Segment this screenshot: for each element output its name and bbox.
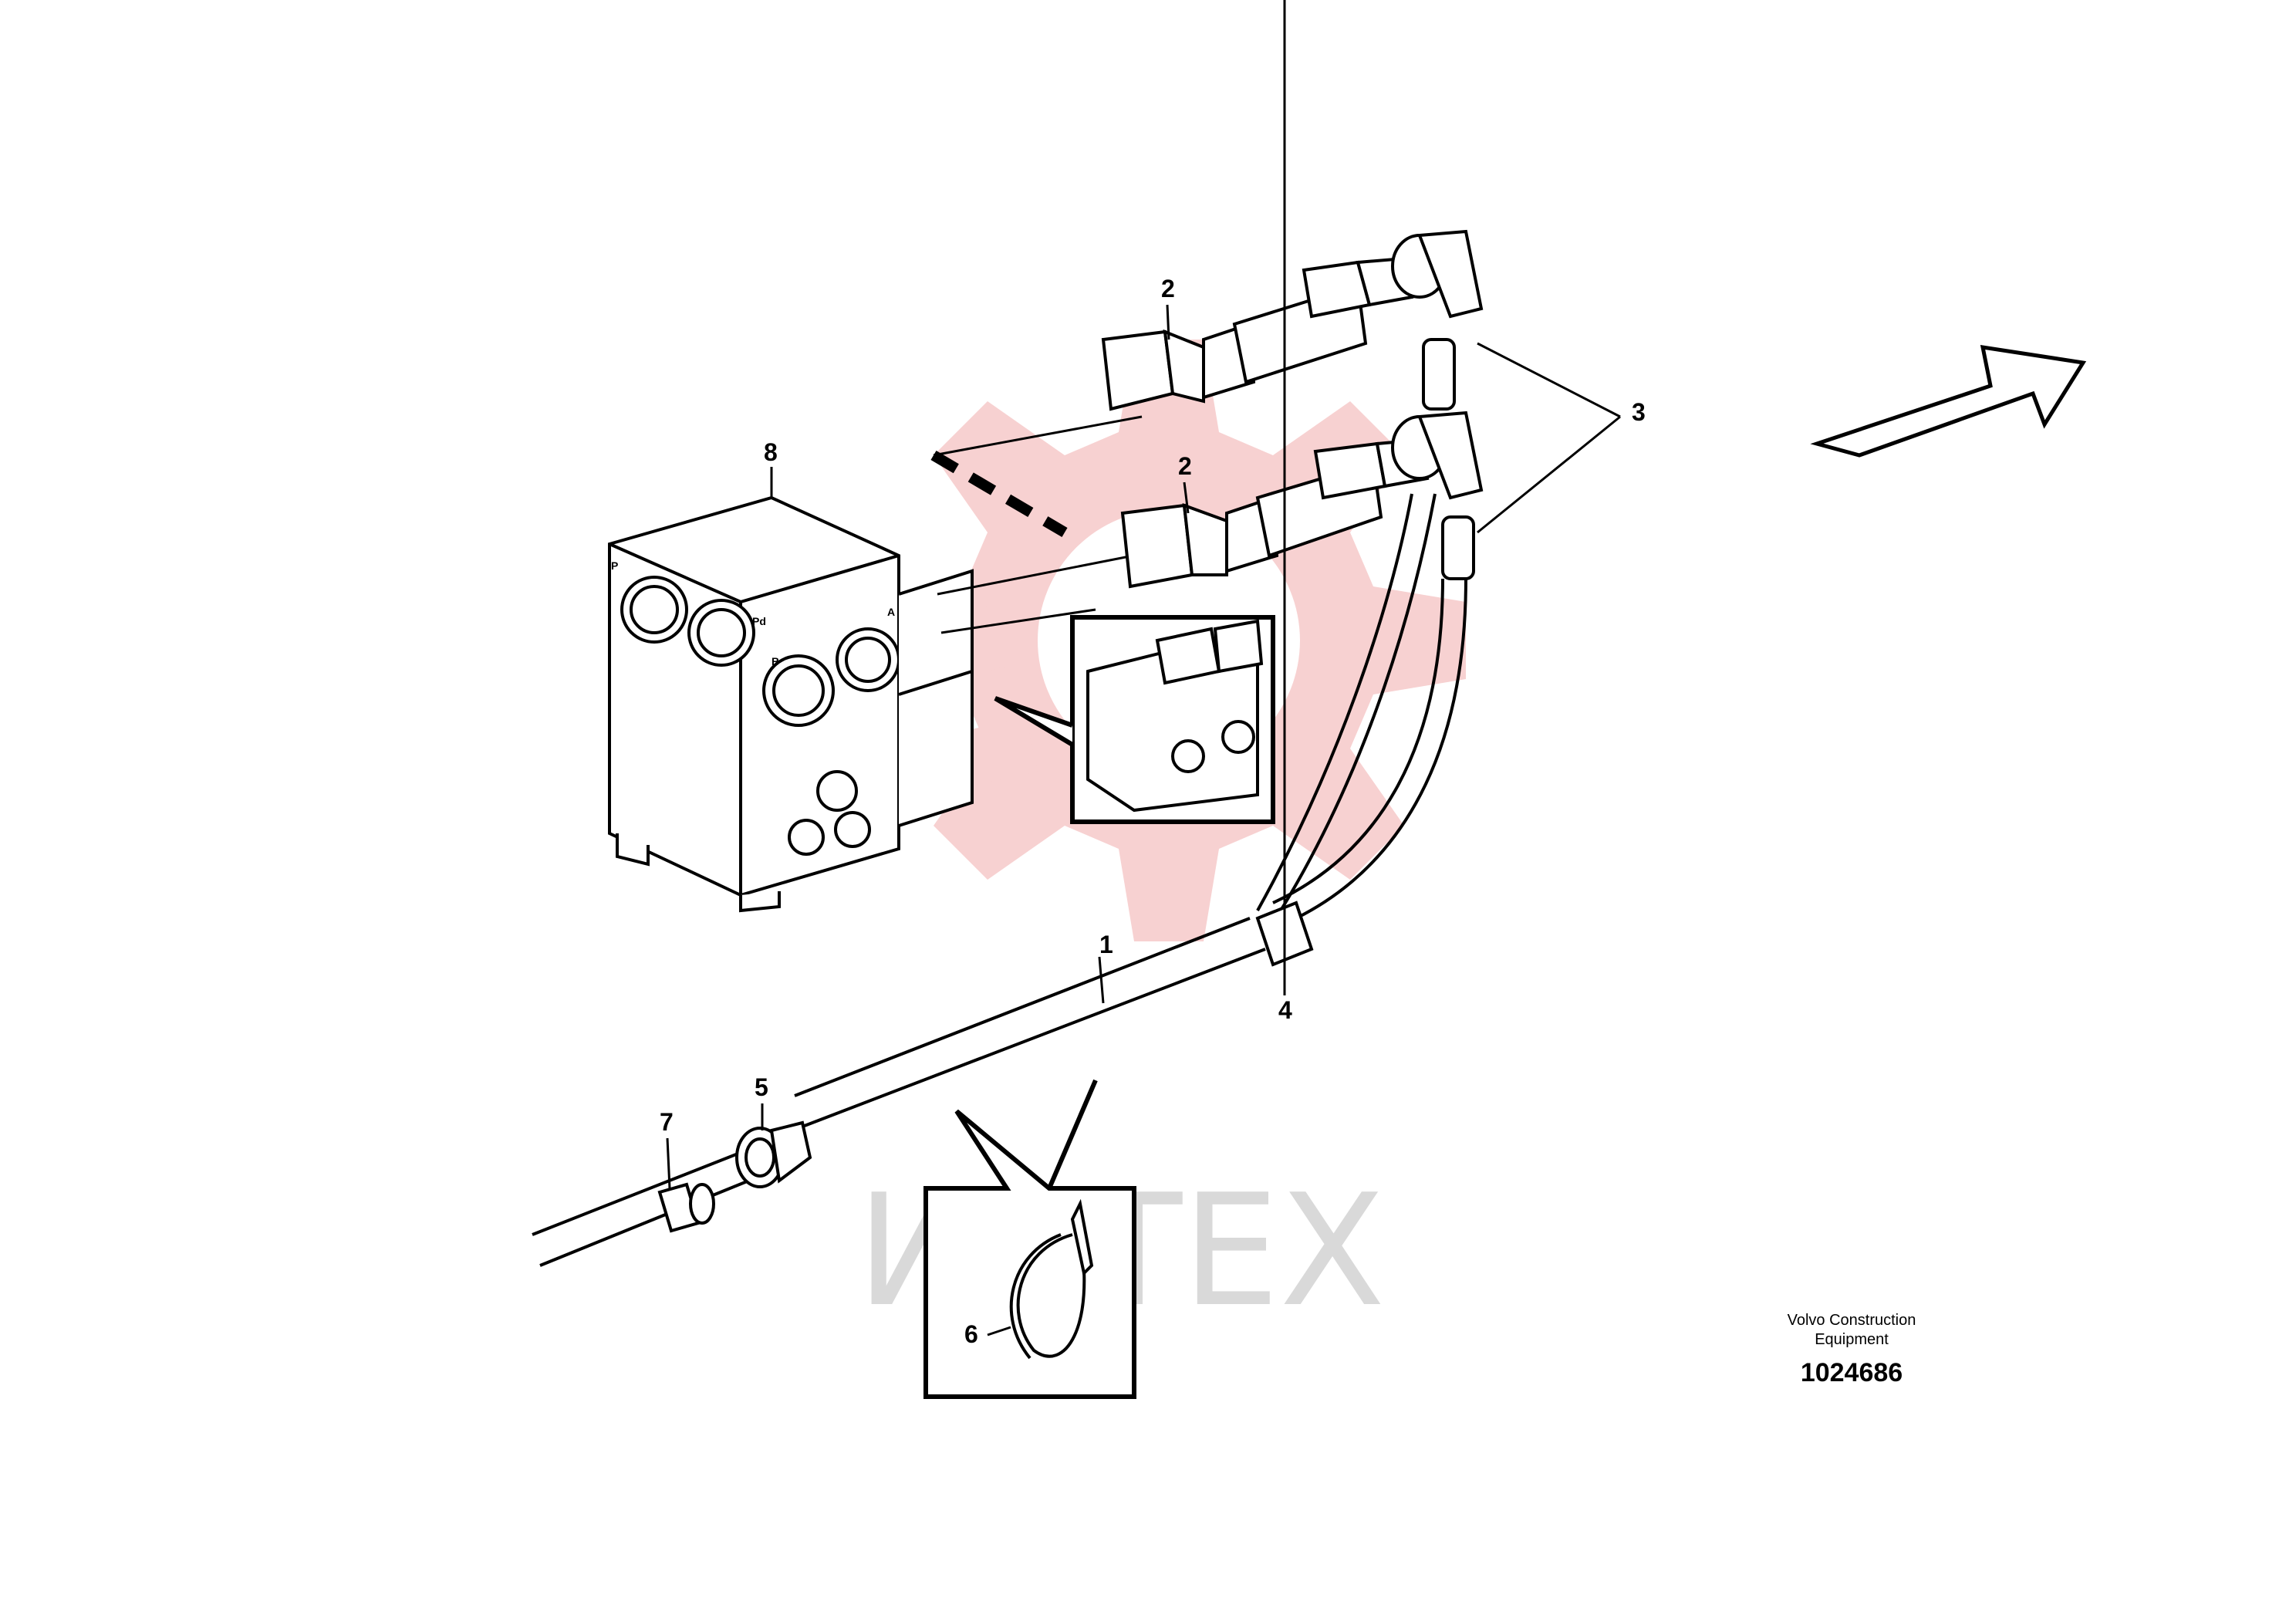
detail-inset-cable-tie bbox=[923, 1079, 1136, 1399]
harness-clip bbox=[657, 1182, 715, 1233]
callout-4: 4 bbox=[1278, 996, 1292, 1024]
callout-3: 3 bbox=[1632, 398, 1646, 426]
callout-8: 8 bbox=[764, 438, 778, 466]
connector-lower bbox=[1120, 438, 1430, 589]
harness-hoses bbox=[532, 493, 1467, 1267]
callout-numbers: 1 2 2 3 4 5 6 7 8 bbox=[660, 275, 1646, 1348]
leader-lines bbox=[666, 0, 1621, 1336]
port-mark-a: A bbox=[887, 606, 895, 618]
connector-upper bbox=[1101, 256, 1414, 411]
valve-block bbox=[608, 495, 974, 913]
company-name-line-2: Equipment bbox=[1815, 1331, 1889, 1348]
drawing-number: 1024686 bbox=[1800, 1358, 1903, 1387]
company-name-line-1: Volvo Construction bbox=[1787, 1312, 1916, 1329]
valve-port-marks: P Pd A B bbox=[611, 559, 895, 667]
port-mark-b: B bbox=[772, 655, 779, 667]
plug-connector bbox=[735, 1120, 812, 1188]
hose-elbows bbox=[1391, 229, 1484, 580]
port-mark-pd: Pd bbox=[752, 615, 766, 627]
callout-2-lower: 2 bbox=[1178, 452, 1192, 480]
callout-6: 6 bbox=[964, 1320, 978, 1348]
callout-1: 1 bbox=[1099, 931, 1113, 958]
direction-arrow bbox=[1810, 344, 2087, 458]
callout-2-upper: 2 bbox=[1161, 275, 1175, 302]
callout-5: 5 bbox=[755, 1073, 768, 1101]
callout-7: 7 bbox=[660, 1108, 674, 1136]
detail-inset-connectors bbox=[994, 615, 1275, 824]
port-mark-p: P bbox=[611, 559, 618, 572]
